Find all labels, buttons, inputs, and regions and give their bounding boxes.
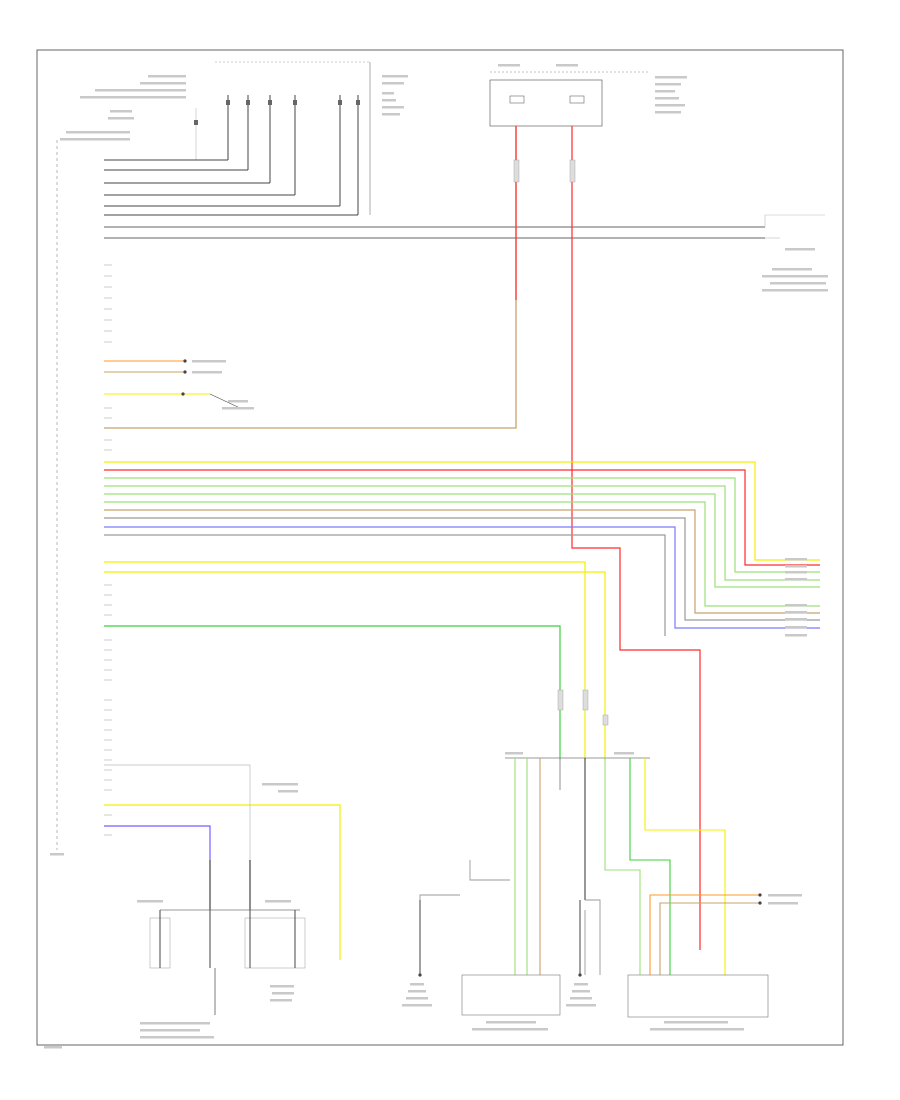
left-tag-mark [50, 853, 64, 856]
bottom-left-wires [104, 764, 341, 960]
fuse-box [489, 64, 687, 127]
bottom-left-mark [44, 1046, 62, 1049]
bottom-left-connector [137, 783, 306, 1039]
bottom-center-wires [419, 860, 601, 975]
left-pin-column [104, 264, 112, 836]
bottom-modules [402, 900, 769, 1031]
splice-bar [505, 752, 726, 975]
orange-wires [649, 893, 802, 975]
top-left-harness [60, 61, 828, 292]
diagram-frame [36, 49, 844, 1046]
short-wires [104, 359, 254, 410]
lower-bus [104, 561, 609, 760]
main-bus [104, 461, 820, 637]
